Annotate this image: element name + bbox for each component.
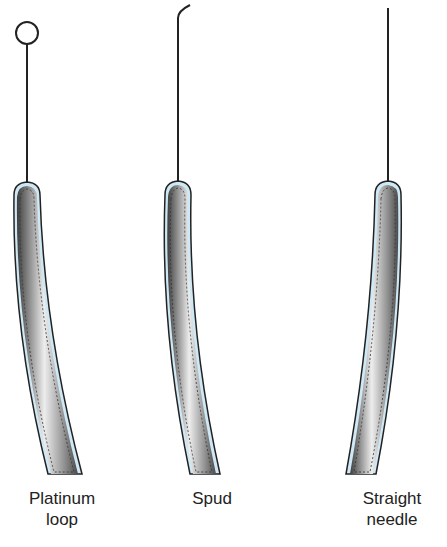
loop-wire: [26, 44, 28, 186]
part-label: Platinum loop: [20, 488, 104, 531]
loop-tip: [16, 22, 38, 44]
spud-handle: [164, 181, 220, 474]
needle-wire: [387, 8, 389, 186]
loop-handle: [14, 182, 82, 474]
needle-handle: [346, 181, 401, 474]
part-label: Straight needle: [350, 488, 434, 531]
spud-wire: [178, 5, 190, 186]
part-label: Spud: [170, 488, 254, 509]
